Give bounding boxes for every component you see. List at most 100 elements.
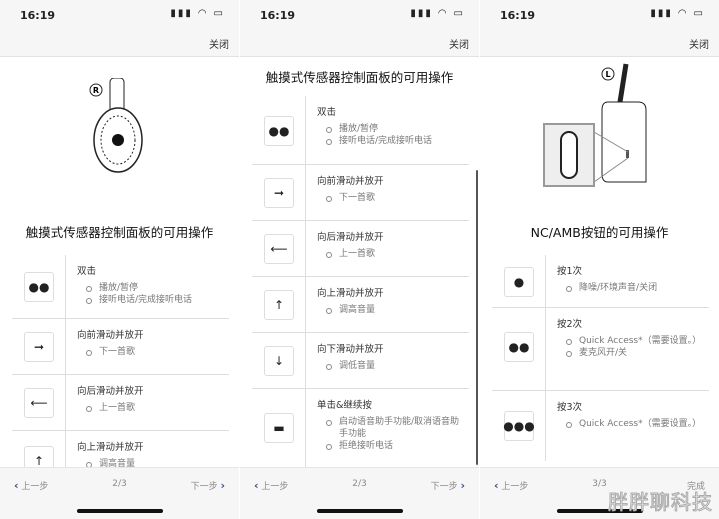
swipe-back-icon: ⟵	[264, 234, 294, 264]
close-button[interactable]: 关闭	[689, 40, 709, 51]
action-item: 上一首歌	[77, 402, 225, 414]
gesture-heading: 按3次	[557, 402, 583, 413]
divider	[305, 221, 306, 276]
divider	[65, 319, 66, 374]
gesture-list: ●●双击播放/暂停接听电话/完成接听电话➞向前滑动并放开下一首歌⟵向后滑动并放开…	[12, 255, 229, 491]
section-title: NC/AMB按钮的可用操作	[530, 225, 669, 240]
next-label: 下一步	[190, 482, 218, 492]
section-title: 触摸式传感器控制面板的可用操作	[25, 225, 214, 240]
swipe-forward-icon: ➞	[24, 332, 54, 362]
header: 关闭	[0, 30, 239, 57]
action-item: 接听电话/完成接听电话	[317, 135, 465, 147]
action-item: 上一首歌	[317, 248, 465, 260]
footer-nav: ‹ 上一步 3/3 完成	[480, 467, 719, 519]
footer-nav: ‹ 上一步 2/3 下一步 ›	[0, 467, 239, 519]
prev-button[interactable]: ‹ 上一步	[494, 479, 529, 492]
list-item: ●●双击播放/暂停接听电话/完成接听电话	[12, 255, 229, 319]
action-item: 下一首歌	[77, 346, 225, 358]
press-three-icon: ●●●	[503, 411, 535, 441]
prev-label: 上一步	[501, 482, 529, 492]
prev-button[interactable]: ‹ 上一步	[14, 479, 49, 492]
gesture-heading: 双击	[77, 266, 97, 277]
gesture-heading: 按1次	[557, 266, 583, 277]
list-item: ⟵向后滑动并放开上一首歌	[252, 221, 469, 277]
page-indicator: 2/3	[352, 479, 367, 489]
time: 16:19	[20, 9, 56, 22]
status-bar: 16:19▮▮▮ ◠ ▭	[0, 0, 239, 30]
list-item: ↓ 向下滑动并放开调低音量	[252, 333, 469, 389]
footer-nav: ‹ 上一步 2/3 下一步 ›	[240, 467, 479, 519]
action-list: 调低音量	[317, 360, 465, 372]
action-list: 播放/暂停接听电话/完成接听电话	[77, 282, 225, 306]
row-text: 向前滑动并放开下一首歌	[317, 173, 465, 204]
action-list: Quick Access*（需要设置。）麦克风开/关	[557, 335, 705, 359]
gesture-heading: 向后滑动并放开	[77, 386, 144, 397]
next-button[interactable]: 下一步 ›	[190, 479, 225, 492]
prev-button[interactable]: ‹ 上一步	[254, 479, 289, 492]
gesture-heading: 单击&继续按	[317, 400, 372, 411]
divider	[545, 391, 546, 461]
press-twice-icon: ●●	[504, 332, 534, 362]
svg-text:R: R	[93, 86, 99, 95]
action-item: 下一首歌	[317, 192, 465, 204]
gesture-heading: 按2次	[557, 319, 583, 330]
status-bar: 16:19 ▮▮▮ ◠ ▭	[480, 0, 719, 30]
action-list: 上一首歌	[77, 402, 225, 414]
row-text: 双击播放/暂停接听电话/完成接听电话	[77, 263, 225, 306]
action-item: 降噪/环境声音/关闭	[557, 282, 705, 294]
action-item: Quick Access*（需要设置。）	[557, 335, 705, 347]
row-text: 向后滑动并放开上一首歌	[77, 383, 225, 414]
action-item: 调低音量	[317, 360, 465, 372]
action-item: 拒绝接听电话	[317, 440, 465, 452]
row-text: 按2次 Quick Access*（需要设置。）麦克风开/关	[557, 316, 705, 359]
section-title: 触摸式传感器控制面板的可用操作	[265, 70, 454, 85]
home-indicator	[317, 509, 403, 513]
done-button[interactable]: 完成	[687, 479, 705, 492]
tap-hold-icon: ▬	[264, 413, 294, 443]
row-text: 单击&继续按启动语音助手功能/取消语音助手功能拒绝接听电话	[317, 397, 465, 452]
gesture-heading: 向前滑动并放开	[317, 176, 384, 187]
action-item: Quick Access*（需要设置。）	[557, 418, 705, 430]
swipe-forward-icon: ➞	[264, 178, 294, 208]
action-item: 麦克风开/关	[557, 347, 705, 359]
row-text: 向上滑动并放开调高音量	[317, 285, 465, 316]
svg-text:L: L	[605, 70, 610, 79]
row-text: 向下滑动并放开调低音量	[317, 341, 465, 372]
action-list: 播放/暂停接听电话/完成接听电话	[317, 123, 465, 147]
row-text: 双击播放/暂停接听电话/完成接听电话	[317, 104, 465, 147]
divider	[305, 389, 306, 469]
divider	[305, 277, 306, 332]
header: 关闭	[240, 30, 479, 57]
scrollbar[interactable]	[476, 170, 478, 465]
header: 关闭	[480, 30, 719, 57]
time: 16:19	[500, 9, 536, 22]
home-indicator	[77, 509, 163, 513]
home-indicator	[557, 509, 643, 513]
next-button[interactable]: 下一步 ›	[430, 479, 465, 492]
row-text: 向上滑动并放开调高音量	[77, 439, 225, 470]
action-list: 启动语音助手功能/取消语音助手功能拒绝接听电话	[317, 416, 465, 452]
swipe-down-icon: ↓	[264, 346, 294, 376]
close-button[interactable]: 关闭	[449, 40, 469, 51]
list-item: ➞ 向前滑动并放开下一首歌	[252, 165, 469, 221]
action-item: 接听电话/完成接听电话	[77, 294, 225, 306]
list-item: ●●双击播放/暂停接听电话/完成接听电话	[252, 96, 469, 165]
divider	[65, 375, 66, 430]
list-item: ●●● 按3次 Quick Access*（需要设置。）	[492, 391, 709, 461]
list-item: ➞向前滑动并放开下一首歌	[12, 319, 229, 375]
action-list: 降噪/环境声音/关闭	[557, 282, 705, 294]
swipe-back-icon: ⟵	[24, 388, 54, 418]
status-bar: 16:19▮▮▮ ◠ ▭	[240, 0, 479, 30]
list-item: ●● 按2次 Quick Access*（需要设置。）麦克风开/关	[492, 308, 709, 391]
action-item: 启动语音助手功能/取消语音助手功能	[317, 416, 465, 440]
gesture-heading: 向上滑动并放开	[317, 288, 384, 299]
list-item: ⟵ 向后滑动并放开上一首歌	[12, 375, 229, 431]
close-button[interactable]: 关闭	[209, 40, 229, 51]
divider	[545, 308, 546, 390]
divider	[65, 431, 66, 491]
press-once-icon: ●	[504, 266, 534, 297]
prev-label: 上一步	[21, 482, 49, 492]
gesture-heading: 双击	[317, 107, 337, 118]
status-icons: ▮▮▮ ◠ ▭	[650, 8, 705, 19]
action-list: 下一首歌	[77, 346, 225, 358]
